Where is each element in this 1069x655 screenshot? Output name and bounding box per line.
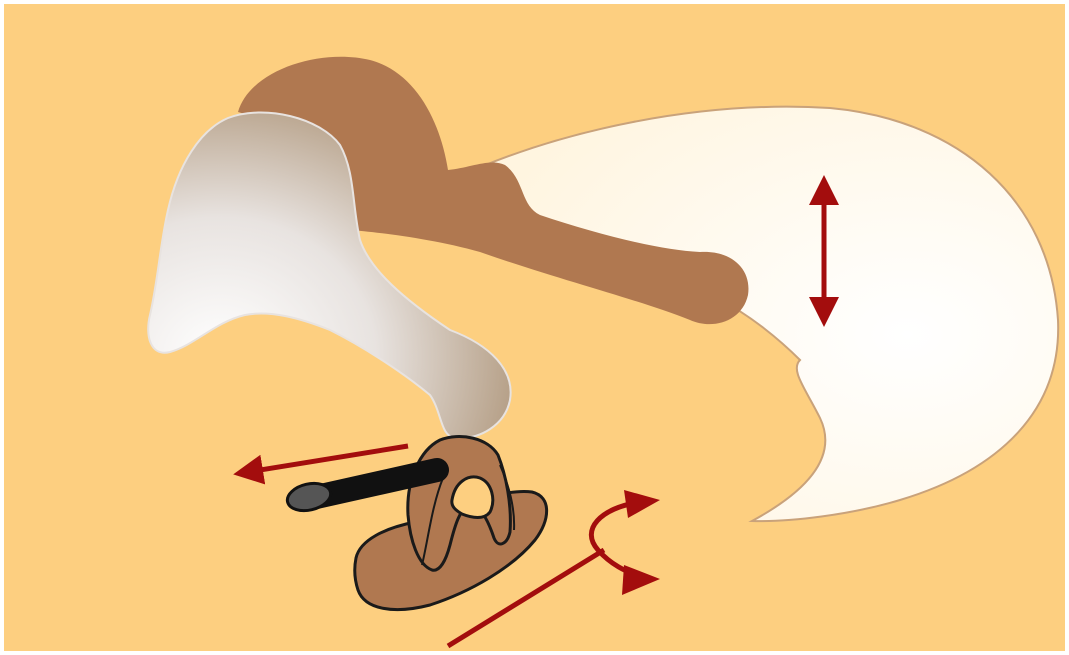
diagram-canvas [0, 0, 1069, 655]
middle-ear-diagram [0, 0, 1069, 655]
